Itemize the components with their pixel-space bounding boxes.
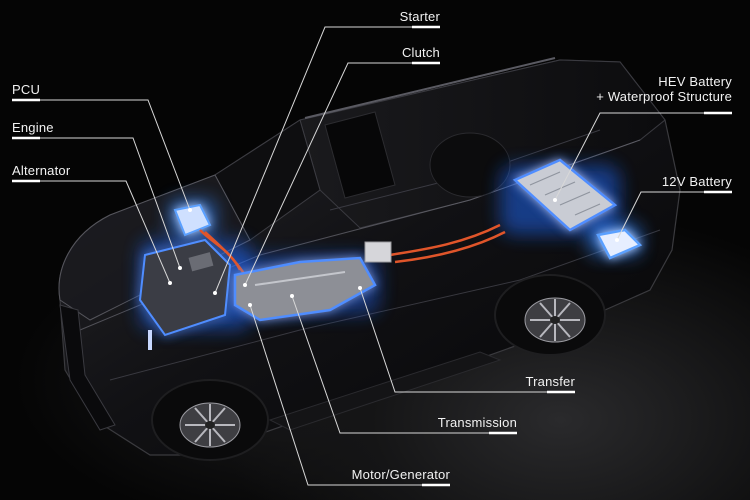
hv-cables [199,223,506,276]
label-hev-battery-line1: HEV Battery [658,74,732,89]
label-transfer: Transfer [525,374,575,389]
leader-dots [168,198,619,307]
label-12v-battery: 12V Battery [661,174,732,189]
label-accents [12,25,732,487]
label-alternator: Alternator [12,163,71,178]
engine-block [138,238,232,350]
rear-wheel [494,274,606,356]
12v-battery [596,228,643,260]
label-engine: Engine [12,120,54,135]
hev-battery-pack [512,158,618,232]
label-hev-battery: HEV Battery + Waterproof Structure [596,74,732,104]
leader-lines [12,26,732,486]
front-wheel [151,379,269,461]
label-pcu: PCU [12,82,41,97]
pcu-unit [173,203,212,237]
transmission-assembly [233,256,377,322]
label-hev-battery-line2: + Waterproof Structure [596,89,732,104]
label-clutch: Clutch [401,45,440,60]
label-starter: Starter [399,9,440,24]
label-transmission: Transmission [437,415,517,430]
label-motor-generator: Motor/Generator [351,467,450,482]
junction-box [364,241,392,263]
spare-wheel [429,132,511,198]
